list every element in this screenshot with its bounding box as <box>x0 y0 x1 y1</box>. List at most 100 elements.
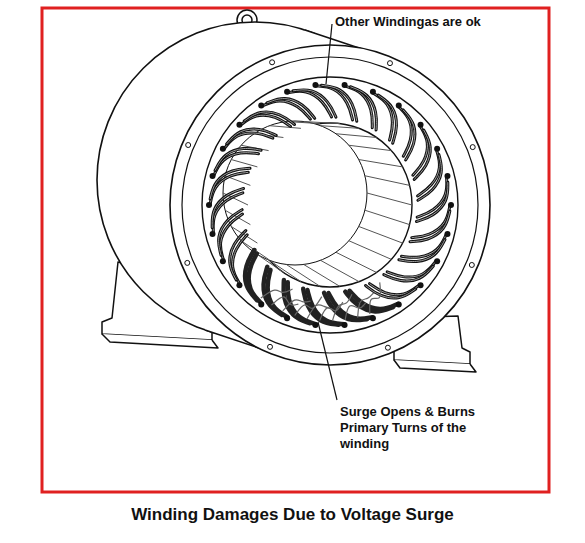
frame-border <box>42 8 549 492</box>
coil-turn <box>418 155 442 201</box>
tooth-edge <box>359 226 403 243</box>
callout-label: Other Windingas are ok <box>335 14 535 30</box>
bolt-holes <box>185 60 475 350</box>
coil-end <box>210 231 216 237</box>
coil-highlight <box>344 86 372 128</box>
burnt-coil <box>245 250 257 300</box>
burn-mark <box>370 282 381 314</box>
coil-end <box>312 322 318 328</box>
burn-mark <box>307 305 332 319</box>
coil-turn <box>262 101 311 119</box>
burn-mark <box>345 303 366 320</box>
coil-turn <box>402 234 447 258</box>
coil-turn <box>210 172 248 205</box>
coil-highlight <box>219 210 243 256</box>
tooth-edge <box>336 252 377 272</box>
coil-end <box>258 102 264 108</box>
coil-turn <box>244 112 294 125</box>
coil-highlight <box>414 130 430 179</box>
coil-end <box>284 89 290 95</box>
coil-end <box>206 202 212 208</box>
coil-end <box>312 82 318 88</box>
coil-turn <box>384 266 434 281</box>
coil-end <box>236 282 242 288</box>
coil-turn <box>417 176 447 217</box>
coil-turn <box>267 99 315 119</box>
tooth-edge <box>365 176 410 186</box>
burn-mark <box>261 289 293 298</box>
coil-turn <box>316 86 353 120</box>
coil-end <box>448 202 454 208</box>
coil-highlight <box>418 149 440 196</box>
coil-turn <box>322 85 357 121</box>
coil-turn <box>213 153 258 177</box>
coil-highlight <box>366 286 416 299</box>
coil-end <box>418 122 424 128</box>
coil-end <box>258 302 264 308</box>
bolt-hole <box>469 262 474 267</box>
bolt-hole <box>387 61 392 66</box>
coil-highlight <box>267 99 315 119</box>
tooth-edge <box>359 160 403 167</box>
caption: Winding Damages Due to Voltage Surge <box>0 504 585 526</box>
tooth-edge <box>349 145 391 150</box>
coil-end <box>434 258 440 264</box>
coil-highlight <box>399 240 445 262</box>
burn-mark <box>320 302 343 320</box>
bolt-hole <box>185 260 190 265</box>
coil-highlight <box>221 214 243 261</box>
coil-highlight <box>215 148 261 170</box>
bolt-hole <box>470 145 475 150</box>
coil-highlight <box>378 95 396 143</box>
coil-turn <box>416 182 447 221</box>
coil-highlight <box>293 90 336 117</box>
coil-highlight <box>316 86 353 120</box>
coil-end <box>434 146 440 152</box>
tooth-edge <box>304 122 340 124</box>
burnt-coil <box>307 290 344 324</box>
coil-end <box>396 302 402 308</box>
coil-turn <box>350 87 376 130</box>
callout-label: Surge Opens & Burns Primary Turns of the… <box>340 404 480 452</box>
coil-highlight <box>402 234 447 258</box>
coil-turn <box>227 129 277 144</box>
leader-lines <box>318 24 337 400</box>
coil-end <box>236 122 242 128</box>
coil-highlight <box>213 193 243 234</box>
coil-highlight <box>230 231 246 280</box>
coil-end <box>370 89 376 95</box>
burn-mark <box>358 293 374 318</box>
coil-highlight <box>416 182 447 221</box>
coil-turn <box>221 214 243 261</box>
tooth-edge <box>321 126 360 129</box>
coil-highlight <box>287 91 331 117</box>
coil-end <box>220 146 226 152</box>
coil-end <box>444 231 450 237</box>
coil-end <box>220 258 226 264</box>
burn-mark <box>283 300 311 311</box>
bolt-hole <box>385 345 390 350</box>
tooth-edge <box>365 210 410 224</box>
coil-highlight <box>403 110 415 160</box>
coil-turn <box>230 231 246 280</box>
coil-highlight <box>212 189 243 228</box>
coil-highlight <box>244 112 294 125</box>
tooth-edge <box>304 264 340 286</box>
tooth-edge <box>367 193 412 205</box>
tooth-edge <box>269 126 300 129</box>
bolt-hole <box>186 143 191 148</box>
burnt-coil <box>324 293 367 320</box>
burn-mark <box>295 297 322 316</box>
coil-turn <box>366 286 416 299</box>
coil-end <box>396 102 402 108</box>
coil-turn <box>399 240 445 262</box>
coil-highlight <box>417 176 447 217</box>
bolt-hole <box>270 60 275 65</box>
coil-turn <box>403 110 415 160</box>
coil-highlight <box>262 101 311 119</box>
coil-end <box>342 322 348 328</box>
coil-turn <box>418 149 440 196</box>
coil-turn <box>344 86 372 128</box>
coil-turn <box>293 90 336 117</box>
